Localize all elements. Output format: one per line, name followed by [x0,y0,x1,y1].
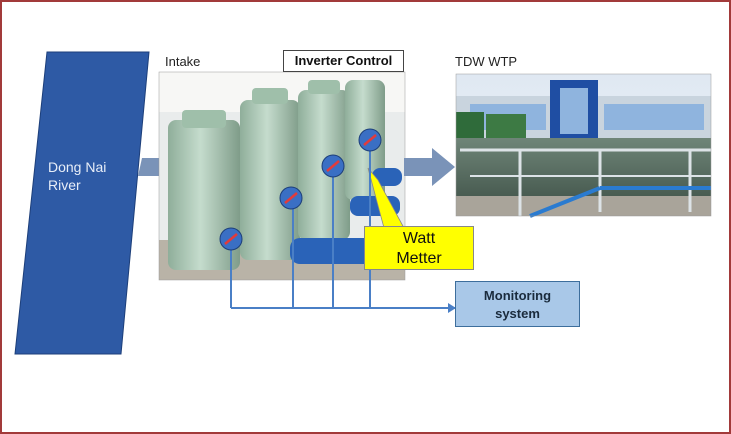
river-to-intake-arrow [138,158,160,176]
flow-arrow-icon [404,148,455,186]
river-shape [14,51,150,355]
monitoring-arrow-head [448,303,456,313]
wtp-label: TDW WTP [455,54,518,69]
watt-meter-icon [321,154,345,178]
intake-label: Intake [165,54,201,69]
river-label: Dong Nai River [48,159,107,193]
watt-meter-icon [279,186,303,210]
inverter-control-label: Inverter Control [283,50,404,72]
watt-meter-icon [358,128,382,152]
watt-meter-icon [219,227,243,251]
monitoring-system-box: Monitoring system [455,281,580,327]
watt-meter-label: Watt Metter [364,226,474,270]
treatment-plant-photo [455,73,712,218]
